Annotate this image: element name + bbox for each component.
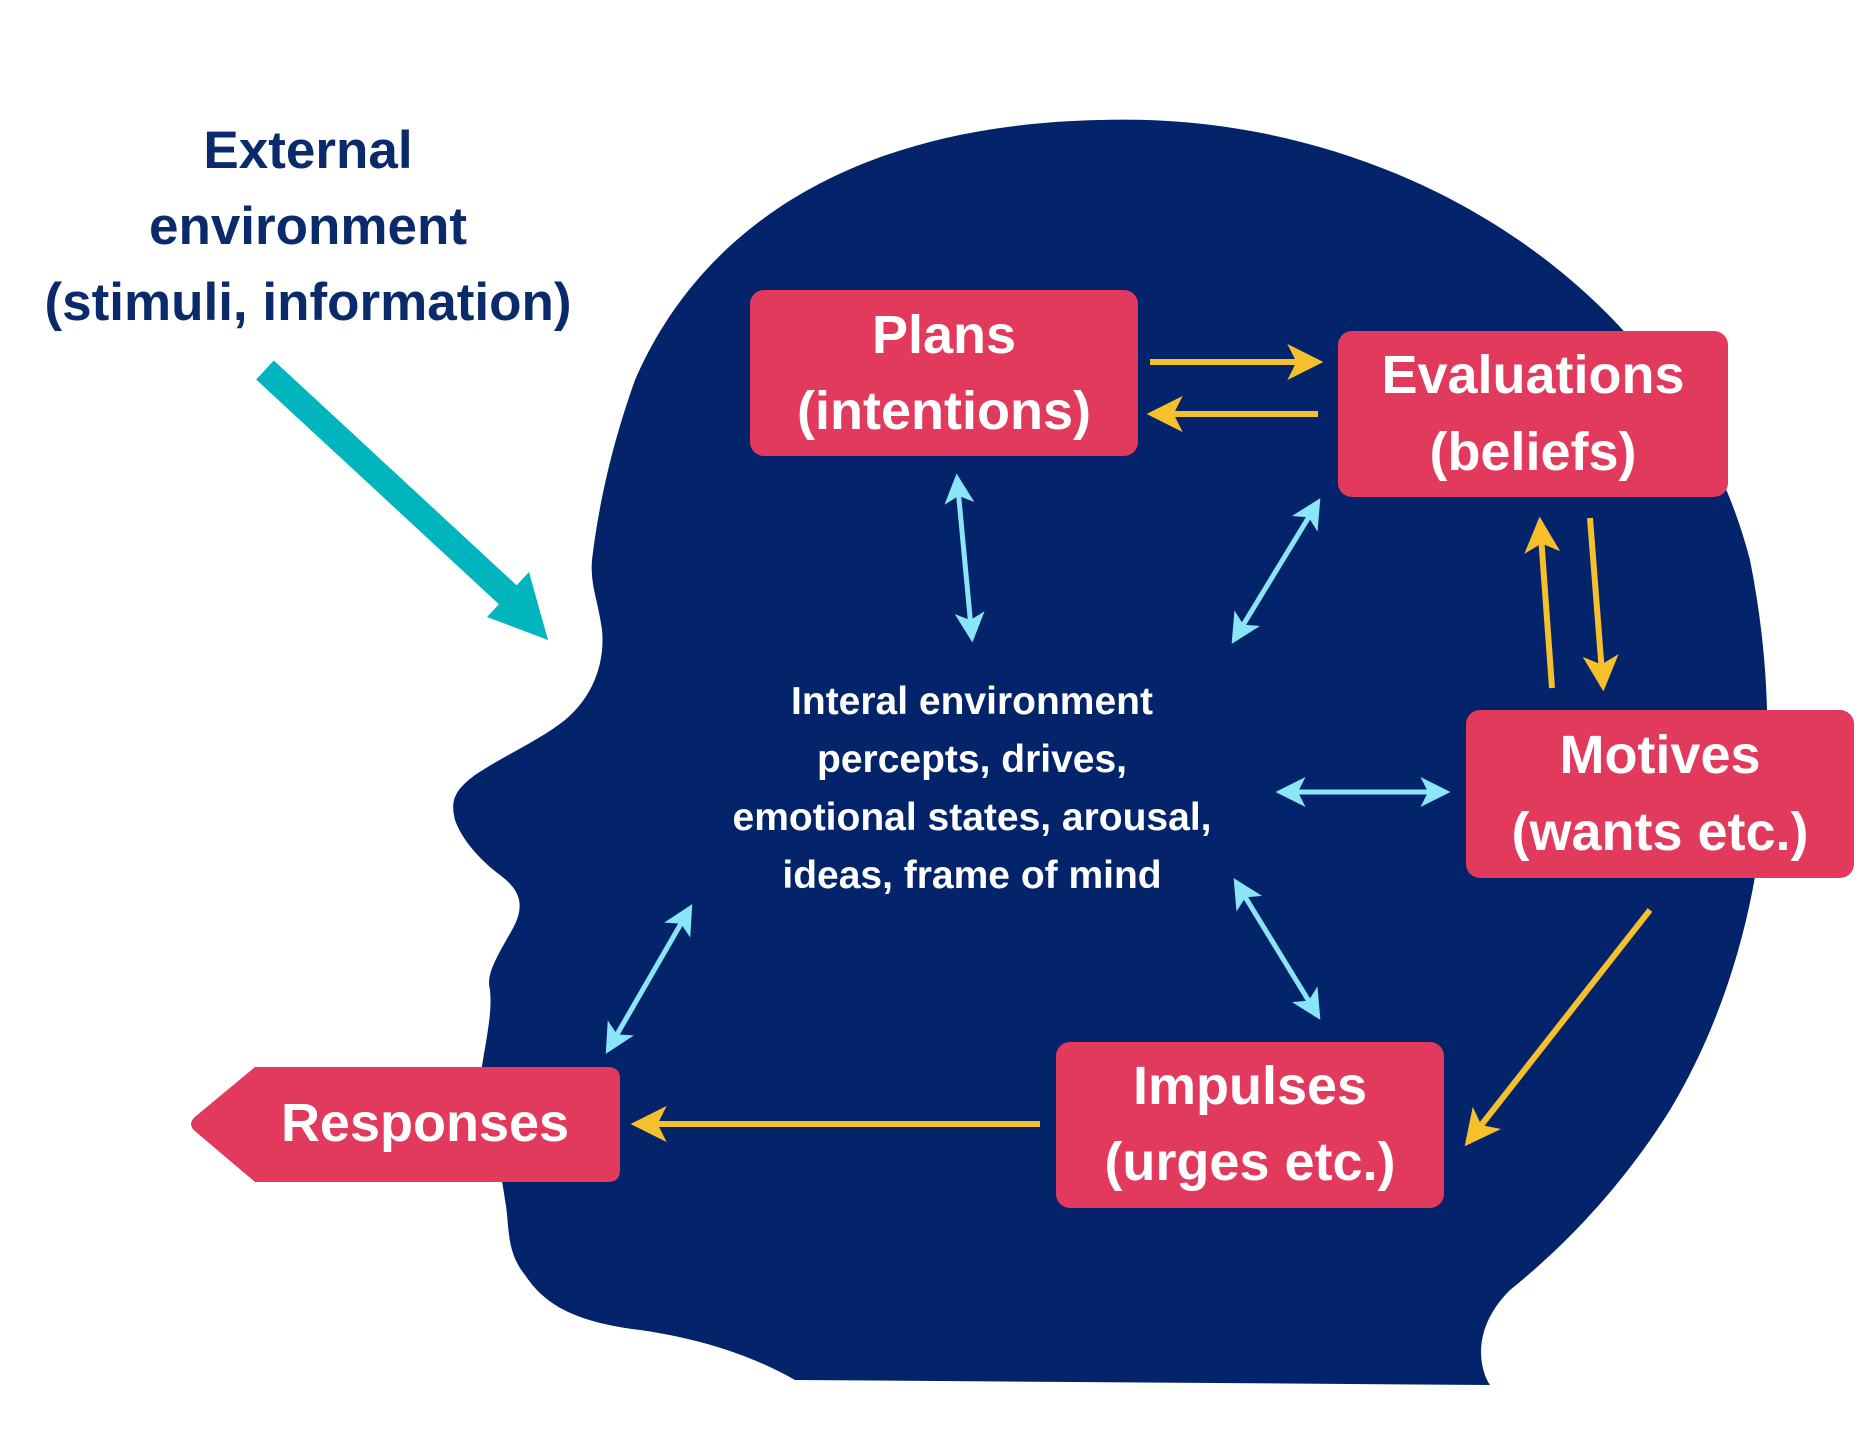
node-impulses-subtitle: (urges etc.) — [1104, 1132, 1395, 1192]
arrow-evaluations-to-motives — [1582, 517, 1619, 692]
node-plans: Plans (intentions) — [750, 290, 1138, 456]
link-impulses-internal — [1233, 878, 1321, 1020]
node-motives: Motives (wants etc.) — [1466, 710, 1854, 878]
node-motives-subtitle: (wants etc.) — [1511, 802, 1808, 862]
yellow-arrows — [630, 344, 1653, 1147]
external-line-1: External — [203, 121, 412, 180]
node-motives-title: Motives — [1559, 725, 1760, 785]
arrow-motives-to-evaluations — [1524, 516, 1561, 689]
external-input-arrow — [256, 360, 548, 640]
arrow-motives-to-impulses — [1464, 908, 1653, 1147]
external-line-2: environment — [149, 197, 467, 256]
node-responses-label: Responses — [281, 1093, 569, 1153]
node-impulses-title: Impulses — [1133, 1056, 1367, 1116]
cyan-arrows — [605, 473, 1451, 1054]
external-line-3: (stimuli, information) — [44, 273, 571, 332]
internal-environment-label: Interal environment percepts, drives, em… — [733, 680, 1212, 897]
node-evaluations-subtitle: (beliefs) — [1429, 422, 1636, 482]
internal-line-2: percepts, drives, — [817, 738, 1127, 781]
node-responses: Responses — [191, 1067, 620, 1182]
node-plans-subtitle: (intentions) — [797, 381, 1091, 441]
internal-line-1: Interal environment — [791, 680, 1153, 723]
node-evaluations-title: Evaluations — [1381, 345, 1684, 405]
node-impulses: Impulses (urges etc.) — [1056, 1042, 1444, 1208]
external-environment-label: External environment (stimuli, informati… — [44, 121, 571, 332]
link-responses-internal — [605, 904, 693, 1054]
node-evaluations: Evaluations (beliefs) — [1338, 331, 1728, 497]
link-plans-internal — [944, 473, 985, 643]
link-evaluations-internal — [1231, 498, 1321, 644]
internal-line-3: emotional states, arousal, — [733, 796, 1212, 839]
node-plans-title: Plans — [872, 305, 1016, 365]
internal-line-4: ideas, frame of mind — [782, 854, 1161, 897]
